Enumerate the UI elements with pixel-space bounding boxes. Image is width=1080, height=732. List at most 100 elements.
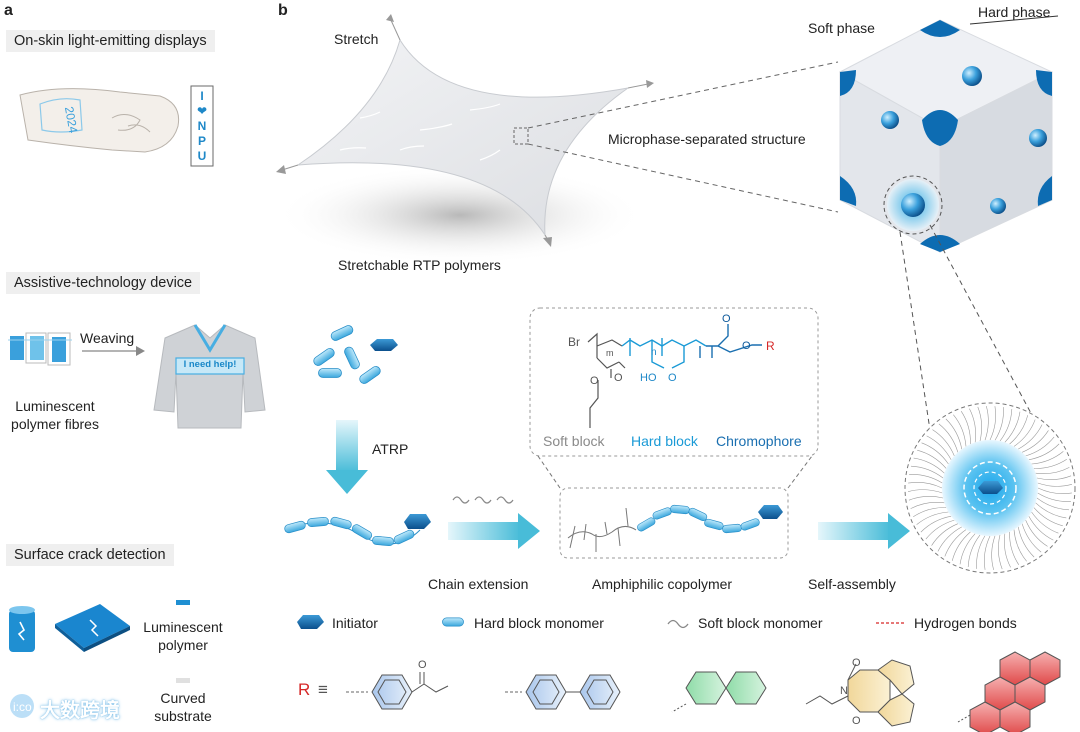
micelle-chain bbox=[1013, 529, 1027, 562]
micelle-chain bbox=[991, 535, 996, 570]
micelle-chain bbox=[960, 411, 971, 445]
soft-monomer-waves bbox=[452, 496, 514, 504]
chromophore-label: Chromophore bbox=[716, 433, 802, 449]
micelle-chain bbox=[1028, 443, 1060, 461]
section-title-assistive: Assistive-technology device bbox=[6, 272, 201, 294]
micelle-illustration bbox=[904, 402, 1076, 574]
r-equiv: ≡ bbox=[318, 680, 328, 699]
r-label: R bbox=[298, 680, 311, 699]
micelle-chain bbox=[977, 406, 982, 442]
wrist-display-text: 2024 bbox=[62, 105, 80, 134]
sweater-illustration bbox=[153, 324, 266, 429]
micelle-chain bbox=[916, 511, 949, 525]
micelle-chain bbox=[998, 534, 1003, 570]
micelle-chain bbox=[1017, 526, 1035, 558]
micelle-chain bbox=[1028, 516, 1054, 541]
band-letters: I❤NPU bbox=[197, 89, 207, 163]
micelle-chain bbox=[917, 449, 947, 469]
band-letter: ❤ bbox=[197, 104, 207, 118]
step-chain-extension: Chain extension bbox=[428, 576, 529, 592]
micelle-chain bbox=[1031, 511, 1059, 534]
micelle-chain bbox=[984, 406, 989, 441]
watermark-logo: i:co bbox=[10, 694, 34, 718]
micelle-chain bbox=[1035, 502, 1067, 519]
micelle-chain bbox=[913, 457, 945, 474]
legend-icons bbox=[297, 615, 906, 629]
micelle-chain bbox=[951, 531, 971, 561]
atrp-arrow bbox=[326, 420, 368, 494]
atom-br: Br bbox=[568, 335, 580, 349]
sweater-text: I need help! bbox=[183, 359, 237, 370]
micelle-chain bbox=[1037, 482, 1072, 487]
fibres-label-line1: Luminescent bbox=[15, 398, 95, 414]
self-assembly-arrow bbox=[818, 513, 910, 549]
atom-o-acid: O bbox=[668, 372, 677, 384]
micelle-chain bbox=[1009, 415, 1029, 445]
micelle-chain bbox=[908, 496, 944, 501]
micelle-chain bbox=[944, 529, 967, 557]
stretch-label: Stretch bbox=[334, 31, 379, 47]
micelle-chain bbox=[931, 523, 958, 546]
micelle-chain bbox=[945, 418, 963, 450]
step-amphiphilic-copolymer: Amphiphilic copolymer bbox=[592, 576, 733, 592]
legend-polymer-line1: Luminescent bbox=[143, 619, 223, 635]
atom-o-carbonyl: O bbox=[614, 372, 623, 384]
legend-soft-block-monomer: Soft block monomer bbox=[698, 615, 823, 631]
micelle-chain bbox=[908, 489, 943, 494]
micelle-chain bbox=[926, 435, 952, 460]
atom-r: R bbox=[766, 339, 775, 353]
capsule-icon bbox=[442, 617, 464, 627]
micelle-chain bbox=[1037, 487, 1072, 494]
panel-b-letter: b bbox=[278, 2, 288, 19]
micelle-chain bbox=[909, 474, 943, 484]
micelle-chain bbox=[910, 465, 944, 479]
hard-phase-label: Hard phase bbox=[978, 4, 1051, 20]
naphthalimide-o2: O bbox=[852, 715, 861, 727]
micelle-chain bbox=[976, 535, 986, 569]
micelle-chain bbox=[920, 515, 952, 533]
micelle-chain bbox=[937, 526, 962, 552]
weaving-label: Weaving bbox=[80, 330, 135, 346]
atom-o-chromophore-ester: O bbox=[742, 340, 751, 352]
micelle-chain bbox=[994, 407, 1004, 441]
atom-o-chromophore-carbonyl: O bbox=[722, 313, 731, 325]
subscript-m: m bbox=[606, 348, 614, 358]
micelle-chain bbox=[999, 408, 1013, 442]
chain-extension-arrow bbox=[448, 513, 540, 549]
micelle-chain bbox=[1004, 533, 1011, 568]
hard-block-label: Hard block bbox=[631, 433, 698, 449]
micelle-chain bbox=[984, 535, 991, 570]
atom-o-ester: O bbox=[590, 375, 599, 387]
micelle-chain bbox=[932, 429, 955, 456]
watermark-text: 大数跨境 bbox=[40, 700, 120, 722]
micelle-chain bbox=[967, 534, 981, 568]
stretchable-film bbox=[275, 14, 839, 265]
chromophore-o: O bbox=[418, 659, 427, 671]
fibres-label-line2: polymer fibres bbox=[11, 416, 99, 432]
weaving-arrow bbox=[82, 346, 145, 356]
band-letter: I bbox=[200, 89, 203, 103]
micelle-chain bbox=[913, 507, 947, 518]
micelle-chain bbox=[908, 482, 943, 489]
micelle-chain bbox=[1036, 475, 1072, 480]
crack-detection-illustration bbox=[9, 600, 190, 683]
microphase-label: Microphase-separated structure bbox=[608, 131, 806, 147]
wave-icon bbox=[667, 619, 689, 629]
chromophore-structures bbox=[346, 651, 1061, 732]
band-letter: P bbox=[198, 134, 206, 148]
micelle-chain bbox=[959, 533, 976, 565]
svg-text:i:co: i:co bbox=[13, 700, 32, 714]
legend-initiator: Initiator bbox=[332, 615, 378, 631]
panel-a-letter: a bbox=[4, 2, 13, 19]
legend-polymer-line2: polymer bbox=[158, 637, 208, 653]
step-self-assembly: Self-assembly bbox=[808, 576, 896, 592]
micelle-chain bbox=[1025, 520, 1048, 547]
subscript-n: n bbox=[651, 347, 657, 358]
micelle-chain bbox=[1031, 451, 1064, 465]
legend-hydrogen-bonds: Hydrogen bonds bbox=[914, 615, 1017, 631]
micelle-chain bbox=[925, 519, 955, 540]
section-title-crack: Surface crack detection bbox=[6, 544, 174, 566]
led-band bbox=[190, 85, 214, 167]
zoom-lines bbox=[537, 455, 813, 489]
micelle-chain bbox=[1037, 492, 1071, 502]
